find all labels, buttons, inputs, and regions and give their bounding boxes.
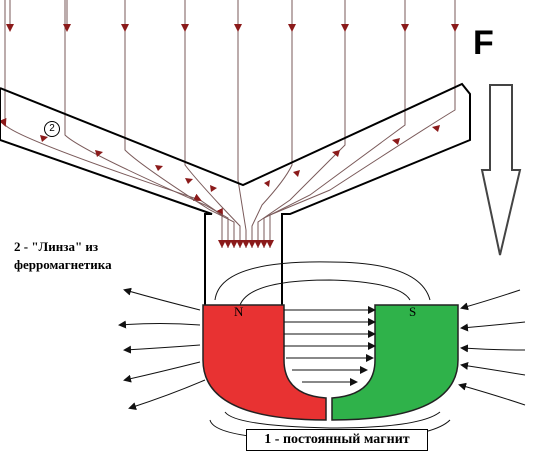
lens-number-badge: 2: [44, 121, 60, 137]
magnet-caption: 1 - постоянный магнит: [246, 429, 428, 451]
outer-field-lines: [118, 287, 526, 410]
incoming-field-lines: [0, 0, 459, 248]
south-pole-label: S: [409, 304, 417, 319]
force-label: F: [473, 24, 494, 62]
force-arrow: [480, 84, 522, 256]
magnet-south-half: [331, 304, 459, 421]
field-direction-arrows: [40, 125, 440, 248]
magnet-north-half: [202, 304, 327, 421]
north-pole-label: N: [234, 304, 244, 319]
horseshoe-magnet: [202, 304, 459, 421]
ferromagnetic-lens: [0, 82, 471, 320]
lens-caption: 2 - "Линза" из ферромагнетика: [14, 239, 112, 272]
gap-field-lines: [284, 306, 376, 386]
